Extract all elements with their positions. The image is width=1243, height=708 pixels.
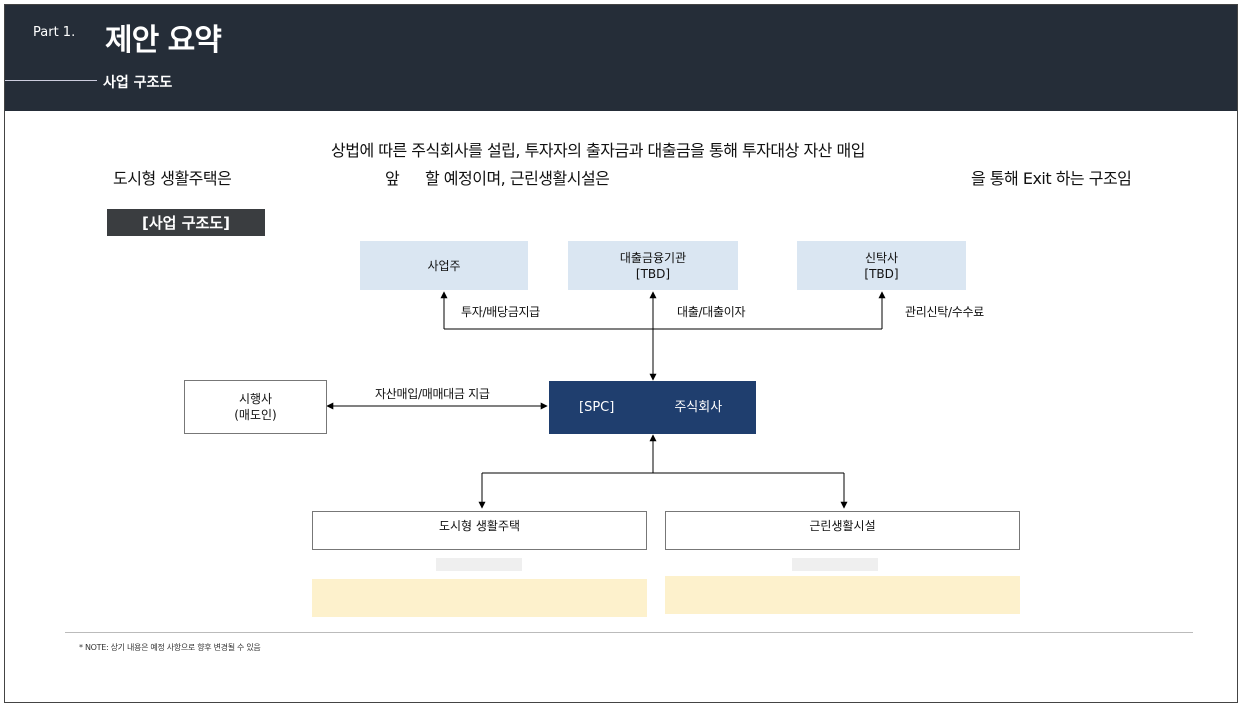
header-divider	[5, 80, 97, 81]
node-trustee-label: 신탁사	[864, 250, 899, 265]
edge-label-lender: 대출/대출이자	[677, 305, 746, 319]
retail-placeholder-bar	[792, 558, 878, 571]
node-spc: [SPC] 주식회사	[549, 381, 756, 434]
node-sponsor-label: 사업주	[427, 258, 461, 273]
intro-mid-a: 앞	[385, 169, 400, 188]
edge-label-sponsor: 투자/배당금지급	[461, 305, 540, 319]
intro-right-text: 을 통해 Exit 하는 구조임	[971, 169, 1132, 188]
node-retail-label: 근린생활시설	[809, 519, 876, 533]
node-retail: 근린생활시설	[665, 511, 1020, 550]
page-title: 제안 요약	[105, 23, 222, 58]
retail-highlight-box	[665, 576, 1020, 614]
slide-frame: Part 1. 제안 요약 사업 구조도 상법에 따른 주식회사를 설립, 투자…	[4, 4, 1238, 703]
node-trustee: 신탁사 [TBD]	[797, 241, 966, 290]
node-developer: 시행사 (매도인)	[184, 380, 327, 434]
footer-divider	[65, 632, 1193, 633]
node-developer-sub: (매도인)	[234, 408, 277, 422]
edge-label-developer: 자산매입/매매대금 지급	[375, 387, 490, 401]
section-tag: [사업 구조도]	[107, 209, 265, 236]
node-housing-label: 도시형 생활주택	[438, 519, 521, 533]
node-spc-tag: [SPC]	[579, 399, 615, 415]
node-trustee-tbd: [TBD]	[864, 266, 899, 281]
node-lender-tbd: [TBD]	[635, 266, 671, 281]
node-lender: 대출금융기관 [TBD]	[568, 241, 738, 290]
node-developer-label: 시행사	[238, 392, 273, 406]
node-sponsor: 사업주	[360, 241, 528, 290]
intro-line-1: 상법에 따른 주식회사를 설립, 투자자의 출자금과 대출금을 통해 투자대상 …	[331, 141, 865, 160]
node-housing: 도시형 생활주택	[312, 511, 647, 550]
node-lender-label: 대출금융기관	[619, 250, 687, 265]
intro-mid-b: 할 예정이며, 근린생활시설은	[425, 169, 610, 188]
diagram-connectors	[326, 291, 886, 509]
housing-placeholder-bar	[436, 558, 522, 571]
slide-header: Part 1. 제안 요약 사업 구조도	[5, 5, 1237, 111]
edge-label-trustee: 관리신탁/수수료	[905, 305, 984, 319]
footer-note: * NOTE: 상기 내용은 예정 사항으로 향후 변경될 수 있음	[79, 643, 261, 652]
part-label: Part 1.	[33, 25, 76, 40]
housing-highlight-box	[312, 579, 647, 617]
intro-left-text: 도시형 생활주택은	[113, 169, 232, 188]
node-spc-name: 주식회사	[674, 399, 723, 415]
page-subtitle: 사업 구조도	[103, 75, 173, 91]
